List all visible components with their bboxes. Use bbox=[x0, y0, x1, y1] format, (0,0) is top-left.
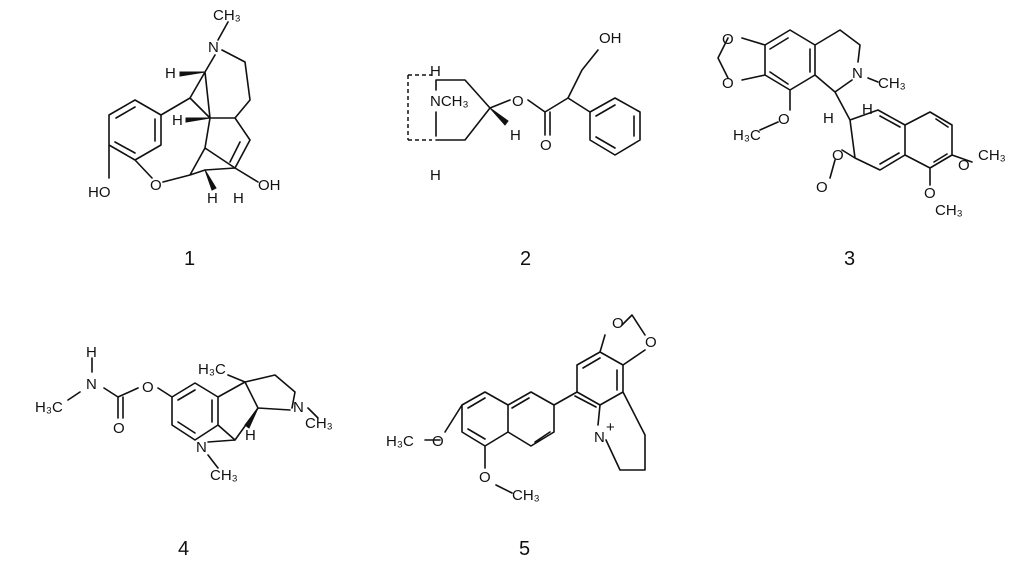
wedge-bond bbox=[185, 117, 211, 123]
atom-label: N bbox=[208, 39, 219, 56]
atom-label: CH₃ bbox=[210, 467, 238, 484]
atom-label: O bbox=[778, 111, 790, 128]
atom-label: O bbox=[432, 433, 444, 450]
atom-label: CH₃ bbox=[305, 415, 333, 432]
atom-label: CH₃ bbox=[512, 487, 540, 504]
atom-label: O bbox=[722, 31, 734, 48]
atom-label: O bbox=[540, 137, 552, 154]
atom-label: N bbox=[293, 399, 304, 416]
atom-label: O bbox=[832, 147, 844, 164]
wedge-bond bbox=[489, 107, 509, 126]
atom-label: H bbox=[233, 190, 244, 207]
structure-5: O O N + H₃C O O CH₃ 5 bbox=[386, 314, 657, 560]
atom-label: + bbox=[606, 419, 615, 436]
atom-label: O bbox=[924, 185, 936, 202]
bonds-4 bbox=[67, 357, 319, 469]
structure-1: CH₃ N H H H H HO O OH 1 bbox=[88, 7, 281, 270]
atom-label: H bbox=[245, 427, 256, 444]
atom-label: H₃C bbox=[198, 361, 226, 378]
atom-label: H bbox=[862, 101, 873, 118]
atom-label: OH bbox=[258, 177, 281, 194]
structure-3: O O N CH₃ H₃C O H H O O O CH₃ O CH₃ 3 bbox=[717, 29, 1006, 270]
atom-label: H bbox=[86, 344, 97, 361]
atom-label: H bbox=[430, 167, 441, 184]
atom-label: H bbox=[172, 112, 183, 129]
atom-label: O bbox=[958, 157, 970, 174]
compound-number: 1 bbox=[184, 248, 195, 270]
atom-label: O bbox=[645, 334, 657, 351]
atom-label: H₃C bbox=[35, 399, 63, 416]
atom-label: O bbox=[479, 469, 491, 486]
wedge-bond bbox=[179, 71, 206, 77]
wedge-bond bbox=[204, 169, 217, 191]
atom-label: CH₃ bbox=[935, 202, 963, 219]
compound-number: 5 bbox=[519, 538, 530, 560]
dashed-bonds-2 bbox=[407, 74, 432, 141]
atom-label: H bbox=[430, 63, 441, 80]
atom-label: H bbox=[207, 190, 218, 207]
bonds-1 bbox=[108, 21, 259, 183]
atom-label: O bbox=[150, 177, 162, 194]
atom-label: CH₃ bbox=[213, 7, 241, 24]
atom-label: N bbox=[594, 429, 605, 446]
atom-label: N bbox=[196, 439, 207, 456]
atom-label: CH₃ bbox=[878, 75, 906, 92]
atom-label: H₃C bbox=[386, 433, 414, 450]
atom-label: N bbox=[852, 65, 863, 82]
atom-label: CH₃ bbox=[978, 147, 1006, 164]
compound-number: 2 bbox=[520, 248, 531, 270]
atom-label: N bbox=[86, 376, 97, 393]
atom-label: O bbox=[113, 420, 125, 437]
atom-label: O bbox=[512, 93, 524, 110]
bonds-5 bbox=[424, 314, 646, 494]
atom-label: H₃C bbox=[733, 127, 761, 144]
structure-2: H NCH₃ H O H O OH 2 bbox=[407, 30, 641, 270]
structure-4: H N H₃C O O H₃C N CH₃ H N CH₃ 4 bbox=[35, 344, 333, 560]
atom-label: O bbox=[612, 315, 624, 332]
atom-label: O bbox=[816, 179, 828, 196]
atom-label: O bbox=[722, 75, 734, 92]
atom-label: H bbox=[165, 65, 176, 82]
compound-number: 3 bbox=[844, 248, 855, 270]
atom-label: O bbox=[142, 379, 154, 396]
atom-label: HO bbox=[88, 184, 111, 201]
atom-label: OH bbox=[599, 30, 622, 47]
atom-label: NCH₃ bbox=[430, 93, 469, 110]
atom-label: H bbox=[510, 127, 521, 144]
bonds-3 bbox=[717, 29, 973, 186]
compound-number: 4 bbox=[178, 538, 189, 560]
wedge-bond bbox=[244, 407, 259, 429]
atom-label: H bbox=[823, 110, 834, 127]
